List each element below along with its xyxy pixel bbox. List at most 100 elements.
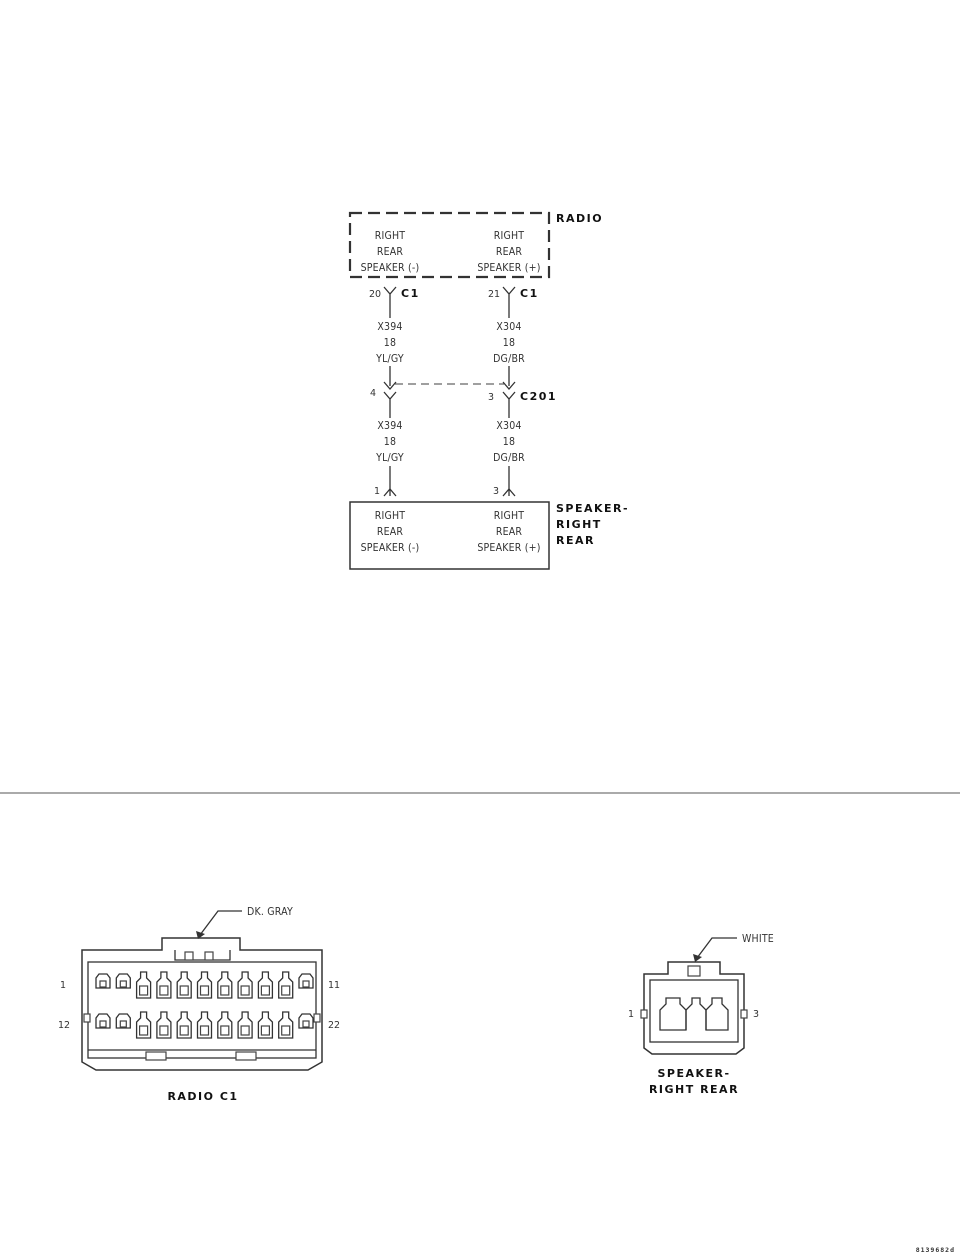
speaker-cavity-3 — [705, 997, 729, 1031]
inline-terminal-icon — [383, 381, 397, 410]
male-terminal-icon — [383, 488, 397, 497]
wire-lower-left-gauge: 18 — [384, 436, 396, 448]
speaker-title-line3: REAR — [556, 534, 595, 547]
speaker-conn-face — [649, 979, 739, 1043]
arrow-head-icon — [693, 954, 702, 962]
wire-lower-left-color: YL/GY — [375, 452, 404, 464]
speaker-pins: 1 3 — [374, 486, 516, 497]
inline-terminal-icon — [502, 381, 516, 410]
radio-right-line2: REAR — [496, 246, 523, 258]
radio-c1-latch-slot — [204, 951, 214, 961]
arrow-head-icon — [196, 931, 205, 939]
radio-right-line3: SPEAKER (+) — [477, 262, 540, 274]
male-terminal-icon — [502, 488, 516, 497]
speaker-cavity-1 — [659, 997, 687, 1031]
speaker-conn-side-tab — [740, 1009, 748, 1019]
radio-c1-cavity — [278, 1011, 294, 1039]
radio-box — [348, 211, 551, 279]
radio-c1-cavity — [135, 1011, 152, 1039]
wire-upper-left-circuit: X394 — [377, 321, 402, 333]
radio-c1-cavity — [257, 971, 274, 999]
speaker-right-line3: SPEAKER (+) — [477, 542, 540, 554]
speaker-title-line2: RIGHT — [556, 518, 602, 531]
radio-title: RADIO — [556, 212, 603, 225]
radio-left-pin: 20 — [369, 289, 381, 300]
radio-c1-cavity — [176, 971, 192, 999]
radio-c1-cavity — [196, 971, 213, 999]
wire-upper-right-circuit: X304 — [496, 321, 521, 333]
radio-c1-foot — [145, 1051, 167, 1061]
radio-c1-side-tab — [313, 1013, 321, 1023]
radio-c1-latch-slot — [184, 951, 194, 961]
radio-c1-cavity — [217, 1011, 233, 1039]
speaker-module: SPEAKER- RIGHT REAR RIGHT REAR SPEAKER (… — [349, 501, 629, 570]
wire-lower-right-circuit: X304 — [496, 420, 521, 432]
radio-left-line2: REAR — [377, 246, 404, 258]
radio-c1-foot — [235, 1051, 257, 1061]
radio-c1-cavity — [257, 1011, 274, 1039]
inline-connector-c201: 4 3 C201 — [370, 381, 556, 410]
figure-id: 8139682d — [916, 1246, 955, 1254]
speaker-right-line2: REAR — [496, 526, 523, 538]
speaker-conn-latch — [687, 965, 701, 977]
radio-c1-face — [87, 961, 317, 1059]
speaker-box — [349, 501, 550, 570]
radio-left-connector: C1 — [401, 287, 420, 300]
radio-c1-cavity — [135, 971, 152, 999]
radio-c1-cavity — [95, 973, 111, 989]
radio-c1-cavity — [298, 1013, 314, 1029]
radio-left-line3: SPEAKER (-) — [361, 262, 420, 274]
radio-c1-cavity — [115, 1013, 131, 1029]
speaker-conn-label-line2: RIGHT REAR — [649, 1083, 739, 1096]
wire-upper-right-gauge: 18 — [503, 337, 515, 349]
radio-c1-cavity — [237, 1011, 253, 1039]
radio-c1-cavity — [156, 1011, 172, 1039]
radio-c1-cavity — [298, 973, 314, 989]
radio-c1-cavity — [196, 1011, 213, 1039]
speaker-conn-housing — [643, 961, 745, 1055]
speaker-left-line1: RIGHT — [375, 510, 406, 522]
speaker-right-line1: RIGHT — [494, 510, 525, 522]
speaker-left-pin: 1 — [374, 486, 380, 497]
radio-left-line1: RIGHT — [375, 230, 406, 242]
wire-upper-right-color: DG/BR — [493, 353, 525, 365]
radio-c1-cavity — [217, 971, 233, 999]
speaker-left-line3: SPEAKER (-) — [361, 542, 420, 554]
inline-right-pin: 3 — [488, 392, 494, 403]
radio-c1-color-label: DK. GRAY — [247, 906, 293, 918]
wire-lower-labels: X394 18 YL/GY X304 18 DG/BR — [375, 420, 525, 464]
speaker-conn-pin-1: 1 — [628, 1009, 634, 1020]
speaker-conn-pin-3: 3 — [753, 1009, 759, 1020]
radio-right-connector: C1 — [520, 287, 539, 300]
female-terminal-icon — [502, 286, 516, 300]
radio-c1-pin-11: 11 — [328, 980, 340, 991]
radio-c1-housing — [81, 937, 323, 1071]
radio-module: RADIO RIGHT REAR SPEAKER (-) RIGHT REAR … — [348, 211, 603, 279]
radio-c1-pin-12: 12 — [58, 1020, 70, 1031]
radio-right-line1: RIGHT — [494, 230, 525, 242]
radio-c1-pin-22: 22 — [328, 1020, 340, 1031]
radio-c1-connector: DK. GRAY 1 11 12 22 RADIO C1 — [58, 906, 340, 1103]
wire-lower-right-color: DG/BR — [493, 452, 525, 464]
radio-c1-cavity — [95, 1013, 111, 1029]
inline-left-pin: 4 — [370, 388, 376, 399]
radio-c1-side-tab — [83, 1013, 91, 1023]
radio-c1-cavities — [95, 971, 314, 1039]
speaker-conn-label-line1: SPEAKER- — [657, 1067, 730, 1080]
speaker-title-line1: SPEAKER- — [556, 502, 629, 515]
radio-c1-cavity — [176, 1011, 192, 1039]
wire-lower-left-circuit: X394 — [377, 420, 402, 432]
radio-right-pin: 21 — [488, 289, 500, 300]
radio-c1-cavity — [278, 971, 294, 999]
radio-c1-cavity — [115, 973, 131, 989]
speaker-conn-side-tab — [640, 1009, 648, 1019]
radio-c1-cavity — [156, 971, 172, 999]
speaker-conn-color-label: WHITE — [742, 933, 774, 945]
radio-c1-pin-1: 1 — [60, 980, 66, 991]
wire-upper-left-gauge: 18 — [384, 337, 396, 349]
radio-c1-pins: 20 C1 21 C1 — [369, 286, 539, 300]
leader-arrow-icon — [199, 910, 242, 936]
radio-c1-cavity — [237, 971, 253, 999]
speaker-left-line2: REAR — [377, 526, 404, 538]
